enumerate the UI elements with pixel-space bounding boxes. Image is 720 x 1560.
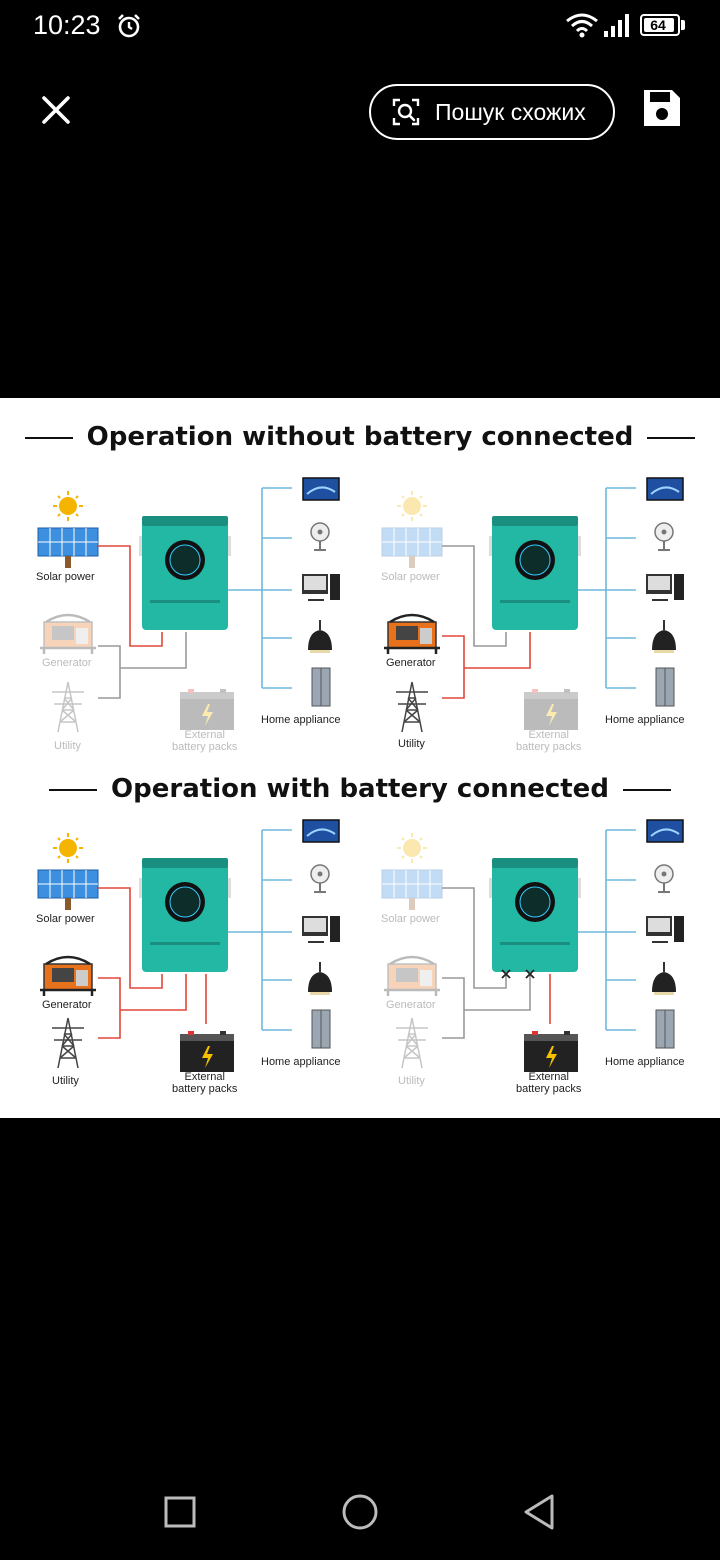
search-similar-label: Пошук схожих	[435, 98, 586, 125]
panel-with-battery-left	[37, 819, 341, 1072]
recents-button[interactable]	[160, 1492, 200, 1537]
label-solar: Solar power	[381, 913, 440, 925]
back-triangle-icon	[524, 1494, 554, 1530]
label-utility: Utility	[398, 738, 425, 750]
diagram-drawing	[37, 477, 685, 1072]
panel-without-battery-right	[381, 477, 685, 733]
alarm-icon	[116, 13, 142, 44]
label-utility: Utility	[52, 1075, 79, 1087]
clock: 10:23	[33, 10, 101, 40]
close-icon	[42, 96, 70, 124]
title-with-battery: Operation with battery connected	[0, 774, 720, 804]
label-utility: Utility	[398, 1075, 425, 1087]
search-similar-button[interactable]: Пошук схожих	[369, 84, 615, 140]
save-icon	[644, 90, 680, 126]
label-home: Home appliance	[261, 714, 341, 726]
label-utility: Utility	[54, 740, 81, 752]
back-button[interactable]	[518, 1490, 562, 1539]
wifi-icon	[565, 12, 599, 43]
signal-icon	[602, 13, 632, 44]
inverter-operation-image: Operation without battery connected Oper…	[0, 398, 720, 1118]
label-generator: Generator	[386, 657, 436, 669]
label-generator: Generator	[42, 657, 92, 669]
label-home: Home appliance	[605, 714, 685, 726]
panel-without-battery-left	[37, 477, 341, 733]
label-home: Home appliance	[261, 1056, 341, 1068]
label-generator: Generator	[386, 999, 436, 1011]
battery-icon: 64	[640, 14, 680, 36]
lens-search-icon	[392, 98, 420, 126]
navigation-bar	[0, 1470, 720, 1560]
label-solar: Solar power	[36, 571, 95, 583]
status-bar: 10:23 64	[0, 0, 720, 54]
label-home: Home appliance	[605, 1056, 685, 1068]
label-solar: Solar power	[381, 571, 440, 583]
square-icon	[164, 1496, 196, 1528]
label-solar: Solar power	[36, 913, 95, 925]
title-without-battery: Operation without battery connected	[0, 422, 720, 452]
close-button[interactable]	[30, 84, 82, 136]
save-button[interactable]	[640, 86, 688, 134]
label-generator: Generator	[42, 999, 92, 1011]
panel-with-battery-right	[381, 819, 685, 1072]
battery-level: 64	[650, 17, 666, 33]
battery-tip	[681, 20, 685, 30]
home-button[interactable]	[338, 1490, 382, 1539]
circle-icon	[342, 1494, 378, 1530]
